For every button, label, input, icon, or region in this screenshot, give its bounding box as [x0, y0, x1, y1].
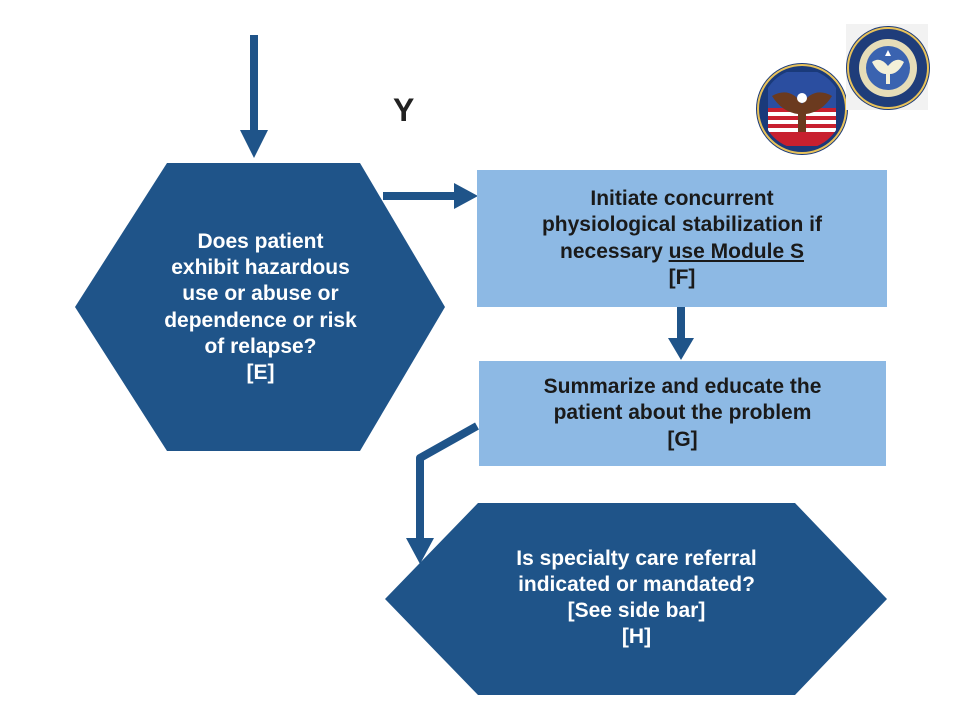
decision-h-tag: [H] [621, 625, 652, 649]
decision-h-text: Is specialty care referral indicated or … [430, 523, 843, 673]
process-f-line: necessary use Module S [560, 239, 804, 265]
decision-e-tag: [E] [246, 361, 275, 384]
arrow-e-to-f [383, 183, 478, 209]
decision-h-line: Is specialty care referral [516, 546, 757, 570]
va-seal-icon [756, 63, 848, 155]
arrow-g-to-h [406, 422, 479, 564]
decision-h-hexagon [385, 503, 887, 695]
arrow-f-to-g [668, 307, 694, 360]
decision-e-line: Does patient [197, 229, 324, 253]
decision-h-line: indicated or mandated? [518, 572, 755, 596]
process-f-text: Initiate concurrent physiological stabil… [477, 170, 887, 307]
process-f-box [477, 170, 887, 307]
dod-seal-icon [846, 24, 930, 110]
decision-h-line: [See side bar] [567, 599, 706, 622]
process-g-line: patient about the problem [553, 401, 812, 425]
process-f-line-prefix: necessary [560, 239, 669, 263]
decision-e-line: use or abuse or [182, 282, 339, 306]
process-f-line: Initiate concurrent [590, 187, 774, 210]
process-g-box [479, 361, 886, 466]
process-f-tag: [F] [668, 265, 696, 289]
decision-e-line: exhibit hazardous [171, 256, 350, 279]
arrow-into-decision-e [240, 35, 268, 158]
yes-branch-label: Y [393, 92, 415, 128]
decision-e-line: dependence or risk [164, 308, 357, 332]
decision-e-line: of relapse? [204, 334, 317, 358]
process-g-text: Summarize and educate the patient about … [479, 361, 886, 466]
process-g-tag: [G] [667, 427, 698, 451]
module-s-link[interactable]: use Module S [668, 239, 804, 263]
decision-e-hexagon [75, 163, 445, 451]
process-g-line: Summarize and educate the [543, 375, 822, 399]
decision-e-text: Does patient exhibit hazardous use or ab… [118, 205, 403, 410]
process-f-line: physiological stabilization if [541, 213, 823, 237]
